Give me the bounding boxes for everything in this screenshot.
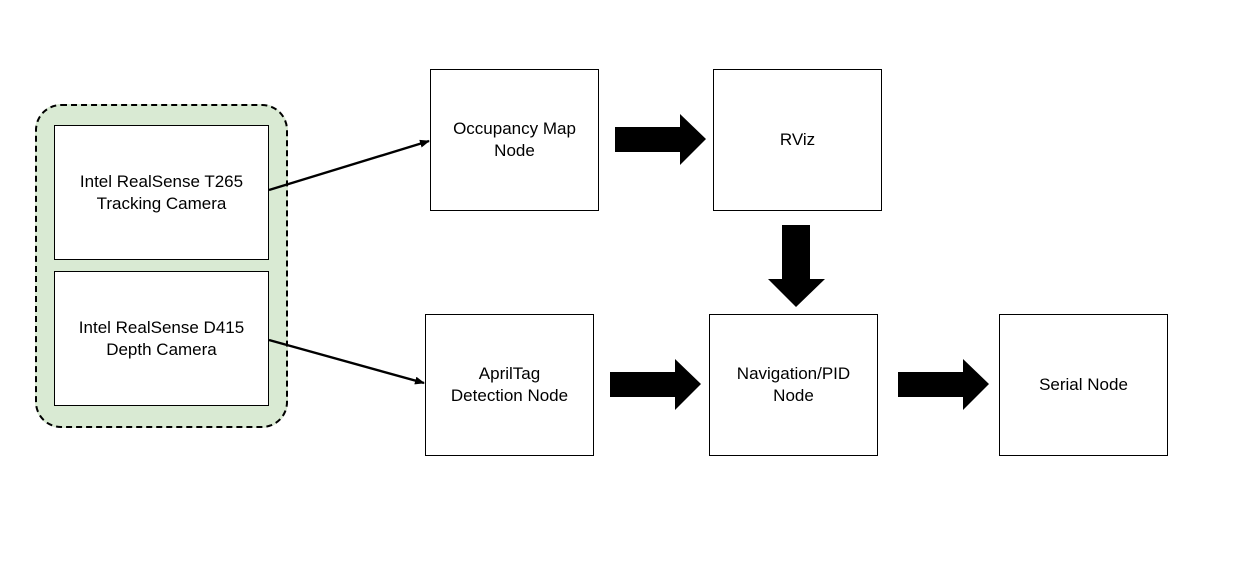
node-occupancy-label: Occupancy Map Node xyxy=(453,119,576,160)
node-d415-depth-camera[interactable]: Intel RealSense D415 Depth Camera xyxy=(54,271,269,406)
block-arrow-rviz-to-navigation xyxy=(768,225,825,307)
block-arrow-occupancy-to-rviz xyxy=(615,114,706,165)
node-apriltag-detection[interactable]: AprilTag Detection Node xyxy=(425,314,594,456)
node-serial-label: Serial Node xyxy=(1039,375,1128,394)
node-rviz-label: RViz xyxy=(779,130,816,149)
node-navigation-label: Navigation/PID Node xyxy=(736,364,851,405)
node-navigation-pid[interactable]: Navigation/PID Node xyxy=(709,314,878,456)
node-d415-label: Intel RealSense D415 Depth Camera xyxy=(78,317,245,359)
node-occupancy-map[interactable]: Occupancy Map Node xyxy=(430,69,599,211)
arrow-d415-to-apriltag xyxy=(268,338,425,385)
block-arrow-apriltag-to-navigation xyxy=(610,359,701,410)
node-t265-tracking-camera[interactable]: Intel RealSense T265 Tracking Camera xyxy=(54,125,269,260)
node-apriltag-label: AprilTag Detection Node xyxy=(450,364,569,405)
node-serial[interactable]: Serial Node xyxy=(999,314,1168,456)
block-arrow-navigation-to-serial xyxy=(898,359,989,410)
node-t265-label: Intel RealSense T265 Tracking Camera xyxy=(79,171,244,213)
node-rviz[interactable]: RViz xyxy=(713,69,882,211)
arrow-t265-to-occupancy xyxy=(268,139,430,192)
